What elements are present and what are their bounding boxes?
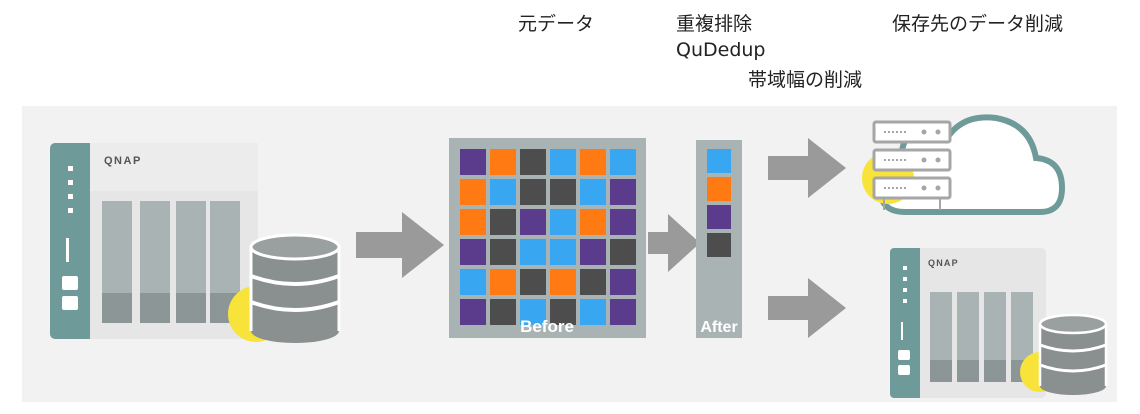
storage-reduction-label: 保存先のデータ削減 xyxy=(892,13,1064,35)
dedup-title-label: 重複排除 xyxy=(676,13,753,35)
data-block-dark xyxy=(490,299,516,325)
unique-block-purple xyxy=(707,205,731,229)
data-block-dark xyxy=(610,239,636,265)
data-block-purple xyxy=(520,209,546,235)
data-block-purple xyxy=(610,299,636,325)
data-block-dark xyxy=(580,269,606,295)
data-block-orange xyxy=(460,179,486,205)
data-block-orange xyxy=(580,149,606,175)
data-block-orange xyxy=(460,209,486,235)
database-icon-small xyxy=(1020,313,1108,395)
data-block-blue xyxy=(550,209,576,235)
server-rack-icon xyxy=(872,120,952,200)
data-block-orange xyxy=(490,149,516,175)
nas-source: QNAP xyxy=(50,143,341,343)
data-block-dark xyxy=(520,149,546,175)
data-block-purple xyxy=(610,209,636,235)
data-block-blue xyxy=(550,239,576,265)
arrow-to-nas xyxy=(768,278,846,338)
data-block-blue xyxy=(460,269,486,295)
arrow-to-after xyxy=(648,214,700,272)
data-block-blue xyxy=(490,179,516,205)
data-block-dark xyxy=(520,179,546,205)
data-block-purple xyxy=(460,299,486,325)
data-block-purple xyxy=(460,149,486,175)
before-block: Before xyxy=(449,138,646,338)
unique-block-dark xyxy=(707,233,731,257)
data-block-orange xyxy=(550,269,576,295)
data-block-blue xyxy=(520,299,546,325)
bandwidth-reduction-label: 帯域幅の削減 xyxy=(748,69,863,91)
data-block-purple xyxy=(580,239,606,265)
data-block-dark xyxy=(490,209,516,235)
data-block-purple xyxy=(610,269,636,295)
data-block-dark xyxy=(490,239,516,265)
dedup-product-label: QuDedup xyxy=(676,39,766,61)
unique-block-orange xyxy=(707,177,731,201)
unique-block-blue xyxy=(707,149,731,173)
data-block-blue xyxy=(580,299,606,325)
nas-destination-brand-logo: QNAP xyxy=(928,258,959,268)
after-label: After xyxy=(700,319,737,336)
nas-brand-logo: QNAP xyxy=(104,155,142,167)
after-column xyxy=(707,149,731,257)
data-block-blue xyxy=(520,239,546,265)
data-block-dark xyxy=(550,299,576,325)
data-block-blue xyxy=(610,149,636,175)
nas-destination: QNAP xyxy=(890,248,1108,398)
database-icon xyxy=(228,233,341,343)
before-grid xyxy=(460,149,636,325)
data-block-blue xyxy=(580,179,606,205)
data-block-blue xyxy=(550,149,576,175)
data-block-orange xyxy=(490,269,516,295)
cloud-storage xyxy=(862,114,1066,215)
original-data-label: 元データ xyxy=(518,13,595,35)
after-block: After xyxy=(696,140,742,338)
before-label: Before xyxy=(520,317,574,336)
data-block-dark xyxy=(520,269,546,295)
data-block-purple xyxy=(460,239,486,265)
data-block-purple xyxy=(610,179,636,205)
arrow-to-cloud xyxy=(768,138,846,198)
arrow-to-before xyxy=(356,212,444,278)
data-block-orange xyxy=(580,209,606,235)
data-block-dark xyxy=(550,179,576,205)
